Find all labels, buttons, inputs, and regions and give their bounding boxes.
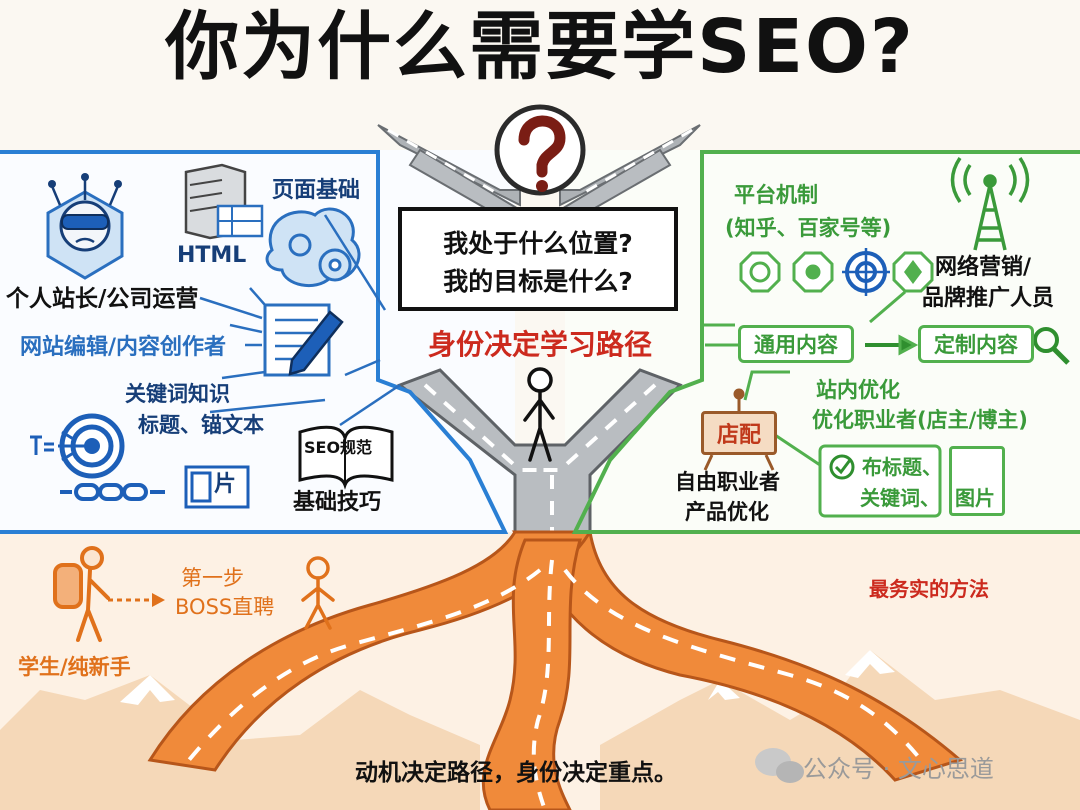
wechat-icon [755,748,804,783]
image-book [949,446,1005,516]
hiker-icon [53,546,110,642]
marketer-line-1: 网络营销/ [935,255,1032,280]
seo-book-label: SEO规范 [304,438,373,457]
image-char-label: 片 [214,472,237,497]
document-pen-icon [263,303,344,377]
stick-figure-icon [523,367,555,462]
onsite-line-2: 优化职业者(店主/博主) [812,408,1028,432]
page-basics-label: 页面基础 [272,178,361,203]
question-box: 我处于什么位置? 我的目标是什么? [398,207,678,311]
role-webmaster: 个人站长/公司运营 [6,286,199,312]
marketer-line-2: 品牌推广人员 [922,286,1055,311]
platform-line-1: 平台机制 [734,183,818,207]
target-icon [30,413,125,479]
magnifier-icon [1033,327,1070,365]
practical-method-label: 最务实的方法 [869,577,989,601]
headline: 身份决定学习路径 [427,328,652,361]
freelancer-line-2: 产品优化 [685,500,769,524]
watermark: 公众号 · 文心思道 [803,755,994,783]
platform-line-2: (知乎、百家号等) [725,216,892,240]
left-connectors [199,214,401,427]
platform-badges-icons [739,248,934,296]
custom-content-pill: 定制内容 [918,325,1034,363]
standing-person-icon [301,556,335,630]
green-flow-lines [700,290,919,467]
title-anchor-label: 标题、锚文本 [138,413,264,437]
shop-sign-stand-icon [703,388,775,471]
step-line-1: 第一步 [181,566,244,590]
general-content-pill: 通用内容 [738,325,854,363]
shop-sign: 店配 [701,411,777,455]
keyword-knowledge-label: 关键词知识 [125,382,230,406]
role-editor: 网站编辑/内容创作者 [20,335,227,360]
step-line-2: BOSS直聘 [175,595,275,619]
chain-link-icon [60,483,165,501]
page-title: 你为什么需要学SEO? [165,4,915,90]
server-icon [184,163,264,240]
freelancer-line-1: 自由职业者 [675,470,780,494]
arrow-right-icon [108,593,165,607]
check-line-1: 布标题、 [862,455,942,479]
question-line-2: 我的目标是什么? [443,267,633,296]
orange-roads [147,530,964,810]
html-label: HTML [177,243,247,268]
right-frame [571,150,1080,534]
onsite-line-1: 站内优化 [816,378,900,402]
image-frame-icon [184,465,250,509]
left-frame [0,150,509,534]
check-line-2: 关键词、 [860,486,940,510]
slogan: 动机决定路径，身份决定重点。 [355,760,677,786]
basic-skills-label: 基础技巧 [293,490,382,515]
radio-tower-icon [950,157,1030,251]
robot-avatar-icon [46,173,124,280]
question-mark-icon [494,104,586,196]
image-label: 图片 [955,486,995,510]
student-label: 学生/纯新手 [18,655,131,679]
question-line-1: 我处于什么位置? [443,229,633,258]
center-fork-road [396,368,683,542]
gears-brain-icon [265,207,361,287]
checklist-icon [818,444,942,518]
seo-book-icon [298,425,394,490]
